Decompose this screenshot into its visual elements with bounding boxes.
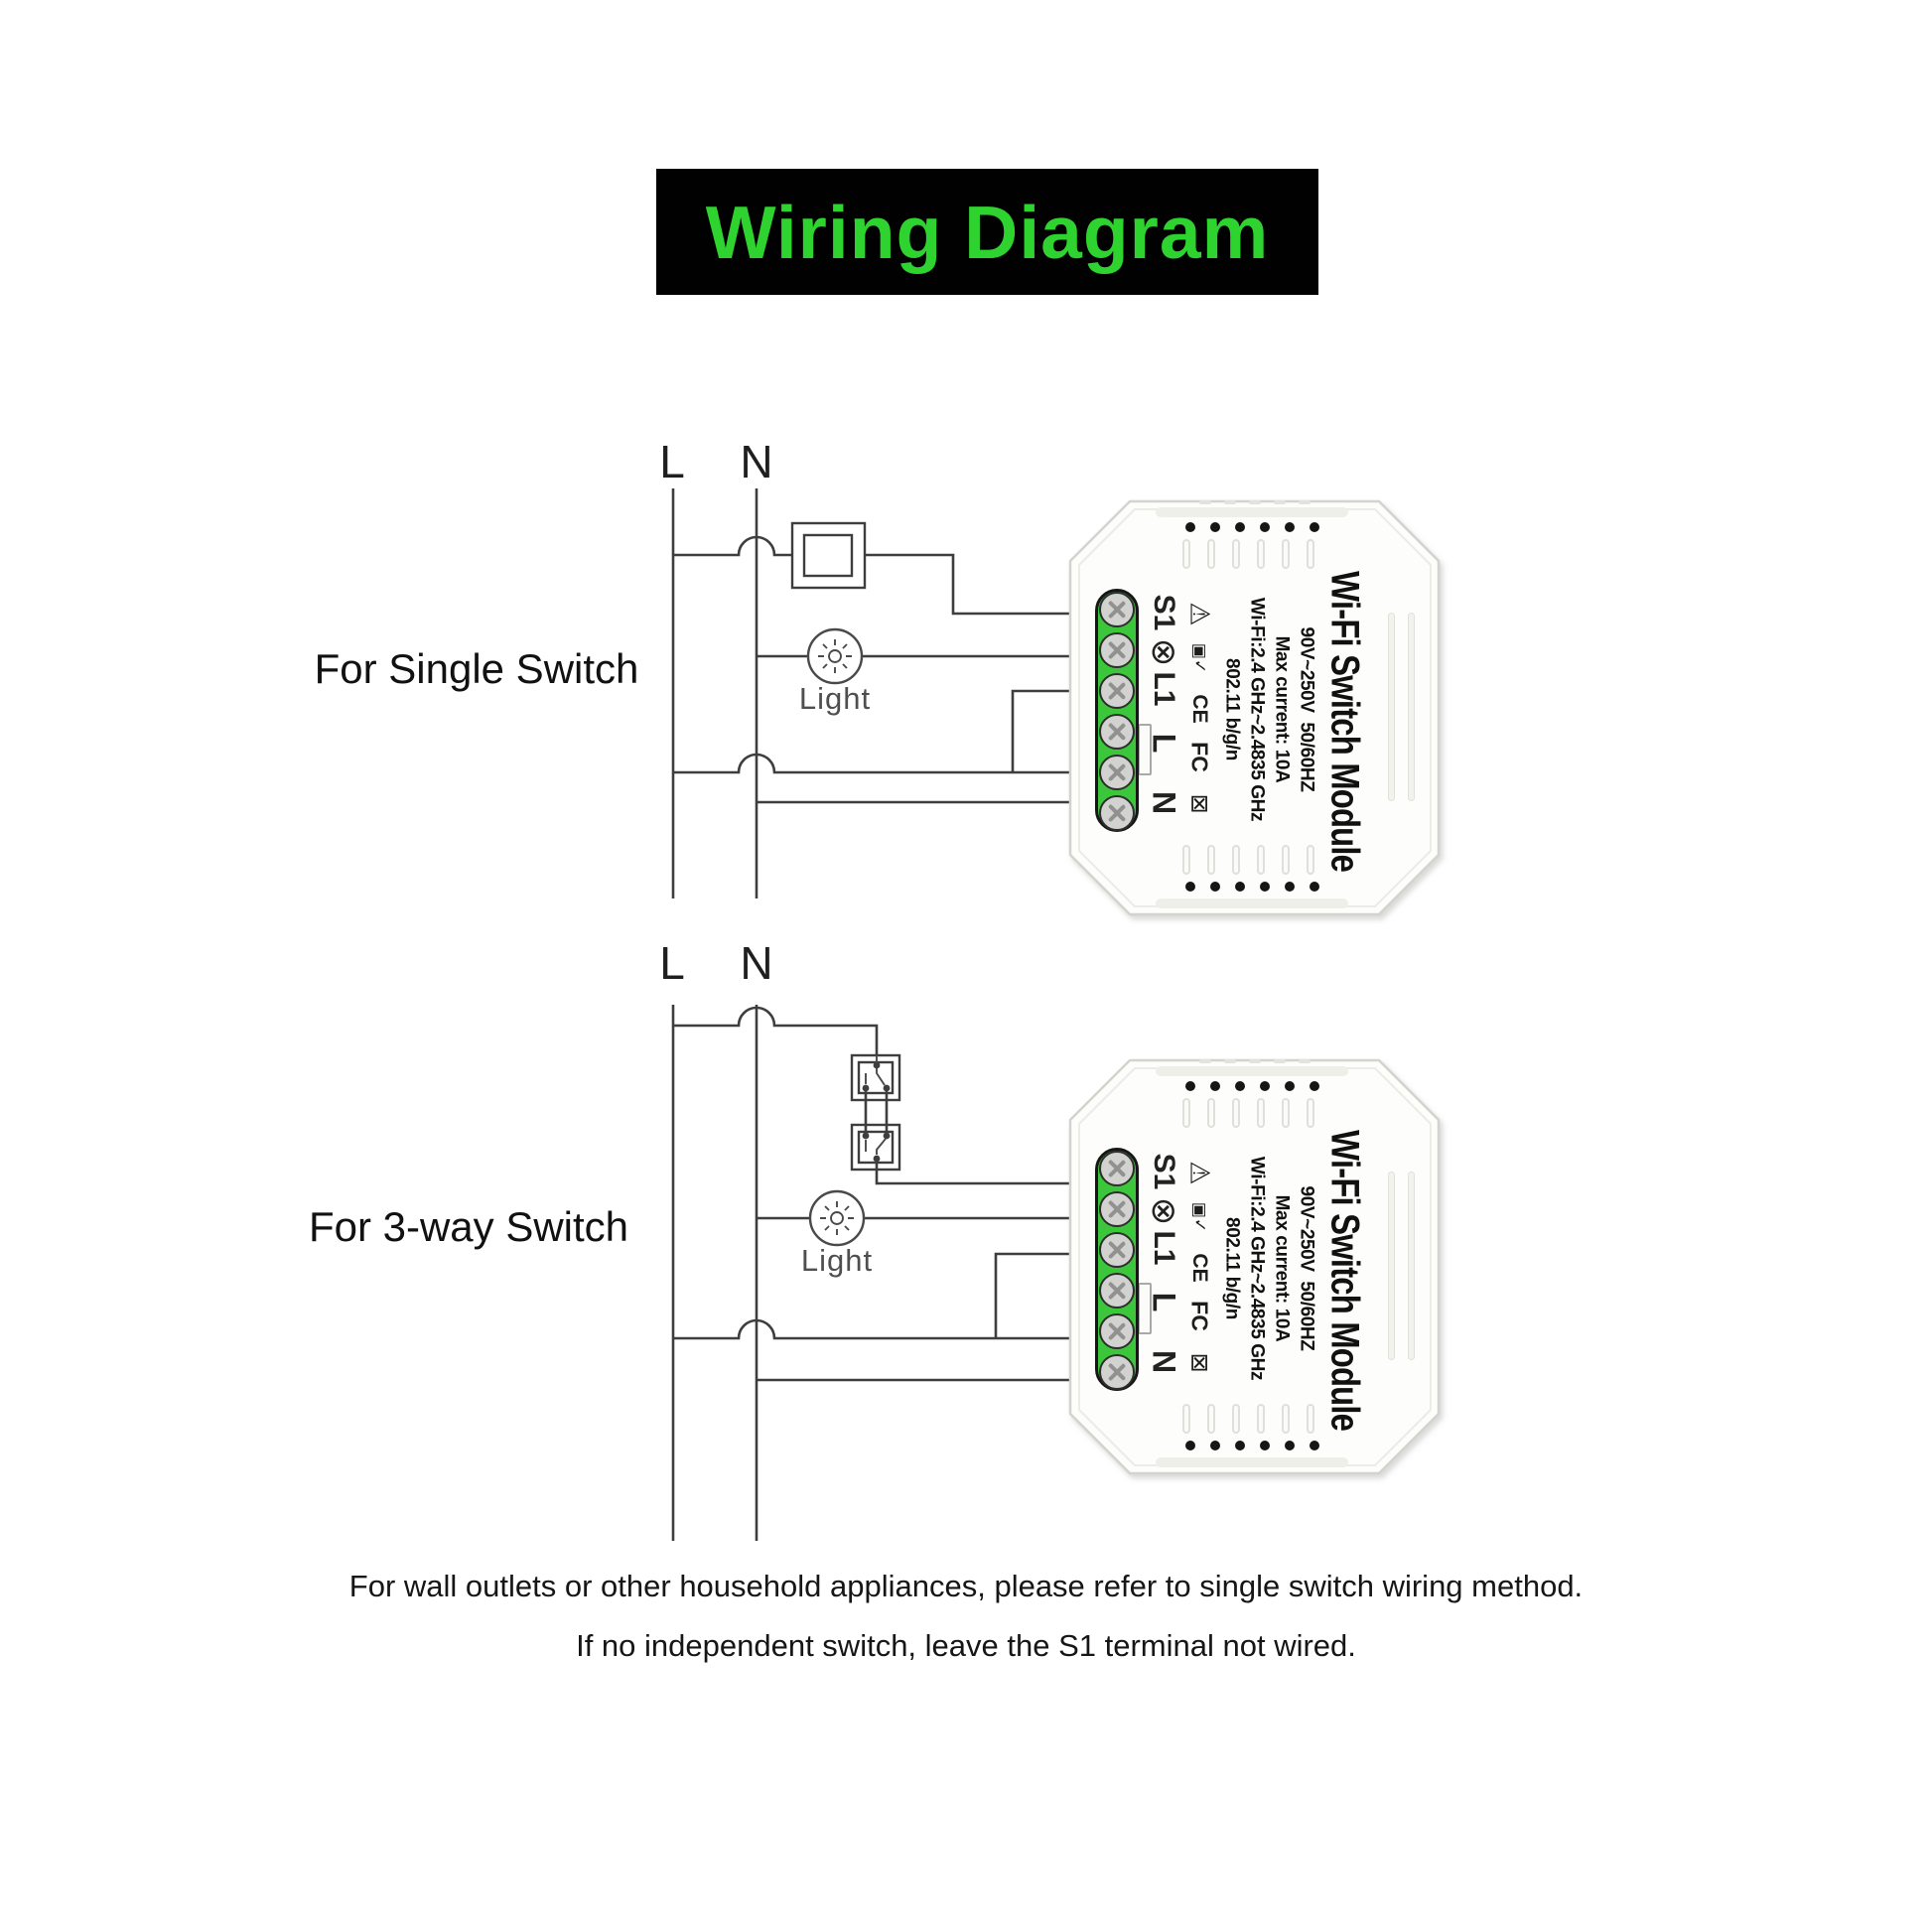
reset-tab [1138, 724, 1152, 775]
switch-feed-wire [673, 535, 792, 557]
terminal-screw [1099, 1273, 1135, 1309]
top-vent-dashes [1199, 1059, 1311, 1063]
neutral-label: N [740, 436, 773, 487]
terminal-label-n: N [1146, 1349, 1182, 1374]
reset-tab [1138, 1283, 1152, 1334]
module-spec-current: Max current: 10A [1271, 1194, 1293, 1342]
switch-feed-wire [673, 1006, 879, 1055]
terminal-screw-l [1099, 755, 1135, 790]
module-spec-standard: 802.11 b/g/n [1221, 658, 1243, 760]
l1-branch-wire [994, 1252, 1077, 1338]
terminal-screw-l1 [1099, 1232, 1135, 1268]
terminal-block [1095, 1148, 1139, 1391]
traveler-wires [864, 1091, 889, 1133]
bottom-groove [1156, 898, 1348, 908]
terminal-label-l1: L1 [1148, 671, 1180, 707]
bottom-vent-slots [1182, 1404, 1314, 1434]
weee-bin-icon: ⊠ [1185, 1352, 1213, 1373]
module-body [1068, 499, 1441, 916]
single-switch-circuit [671, 488, 1077, 898]
live-feed-wire [673, 753, 1077, 774]
fcc-mark-icon: FC [1186, 1301, 1213, 1331]
bottom-groove [1156, 1457, 1348, 1467]
module-title: Wi-Fi Switch Module [1322, 571, 1367, 873]
light-label: Light [800, 1243, 874, 1278]
bottom-vent-slots [1182, 845, 1314, 875]
three-way-switch-circuit [671, 1005, 1077, 1541]
live-label: L [659, 436, 685, 487]
top-dot-row [1185, 522, 1319, 532]
terminal-screw-s1 [1099, 592, 1135, 627]
light-label: Light [798, 681, 872, 716]
module-spec-current: Max current: 10A [1271, 635, 1293, 783]
single-switch-symbol-inner [802, 533, 854, 578]
top-dot-row [1185, 1081, 1319, 1091]
neutral-label: N [740, 937, 773, 989]
switch-1-contacts [862, 1055, 891, 1092]
terminal-label-s1: S1 [1148, 1153, 1180, 1190]
side-groove [1408, 1172, 1415, 1360]
module-spec-voltage: 90V~250V 50/60HZ [1296, 1185, 1317, 1351]
light-bulb-icon [808, 1189, 866, 1247]
top-vent-dashes [1199, 500, 1311, 504]
cert-marks-icon: ▣✓ [1190, 1201, 1209, 1233]
page-title: Wiring Diagram [705, 190, 1270, 274]
module-spec-wifi: Wi-Fi:2.4 GHz~2.4835 GHz [1246, 597, 1268, 822]
top-vent-slots [1182, 539, 1314, 569]
lamp-symbol-icon: ⊗ [1145, 637, 1182, 667]
ce-mark-icon: CE [1188, 694, 1211, 724]
footer-note-2: If no independent switch, leave the S1 t… [576, 1628, 1356, 1663]
wifi-switch-module: S1 ⊗ L1 L N ⚠ ▣✓ CE FC ⊠ Wi-Fi Switch Mo… [1068, 1058, 1441, 1475]
terminal-screw [1099, 714, 1135, 750]
title-banner: Wiring Diagram [656, 169, 1318, 295]
terminal-screw-lamp [1099, 632, 1135, 668]
side-groove [1388, 613, 1395, 801]
terminal-label-l: L [1146, 1292, 1182, 1312]
top-vent-slots [1182, 1098, 1314, 1128]
fcc-mark-icon: FC [1186, 742, 1213, 772]
live-label: L [659, 937, 685, 989]
s1-terminal-wire [875, 1162, 1077, 1185]
module-print-text: Wi-Fi Switch Module 90V~250V 50/60HZ Max… [1216, 541, 1368, 879]
live-feed-wire [673, 1318, 1077, 1340]
terminal-label-l1: L1 [1148, 1230, 1180, 1266]
lamp-symbol-icon: ⊗ [1145, 1196, 1182, 1226]
cert-marks-icon: ▣✓ [1190, 642, 1209, 674]
ce-mark-icon: CE [1188, 1253, 1211, 1283]
terminal-screw-l [1099, 1313, 1135, 1349]
terminal-screw-lamp [1099, 1191, 1135, 1227]
terminal-screw-n [1099, 1354, 1135, 1390]
top-groove [1156, 1066, 1348, 1076]
module-spec-standard: 802.11 b/g/n [1221, 1217, 1243, 1319]
footer-note-1: For wall outlets or other household appl… [348, 1569, 1584, 1603]
terminal-screw-n [1099, 795, 1135, 831]
bottom-dot-row [1185, 1441, 1319, 1450]
terminal-label-l: L [1146, 733, 1182, 754]
warning-triangle-icon: ⚠ [1184, 1161, 1215, 1185]
side-groove [1408, 613, 1415, 801]
terminal-label-n: N [1146, 790, 1182, 815]
side-groove [1388, 1172, 1395, 1360]
warning-triangle-icon: ⚠ [1184, 602, 1215, 626]
terminal-screw-l1 [1099, 673, 1135, 709]
module-spec-voltage: 90V~250V 50/60HZ [1296, 626, 1317, 792]
s1-terminal-wire [865, 553, 1077, 616]
bottom-dot-row [1185, 882, 1319, 892]
diagram-caption-3way-switch: For 3-way Switch [308, 1203, 629, 1250]
module-print-text: Wi-Fi Switch Module 90V~250V 50/60HZ Max… [1216, 1100, 1368, 1438]
terminal-screw-s1 [1099, 1151, 1135, 1186]
diagram-caption-single-switch: For Single Switch [314, 645, 639, 692]
wifi-switch-module: S1 ⊗ L1 L N ⚠ ▣✓ CE FC ⊠ Wi-Fi Switch Mo… [1068, 499, 1441, 916]
l1-branch-wire [1011, 689, 1077, 772]
switch-2-contacts [862, 1132, 891, 1163]
module-spec-wifi: Wi-Fi:2.4 GHz~2.4835 GHz [1246, 1156, 1268, 1381]
module-title: Wi-Fi Switch Module [1322, 1130, 1367, 1432]
weee-bin-icon: ⊠ [1185, 793, 1213, 814]
terminal-label-s1: S1 [1148, 594, 1180, 631]
module-body [1068, 1058, 1441, 1475]
top-groove [1156, 507, 1348, 517]
light-bulb-icon [806, 627, 864, 685]
terminal-block [1095, 589, 1139, 832]
